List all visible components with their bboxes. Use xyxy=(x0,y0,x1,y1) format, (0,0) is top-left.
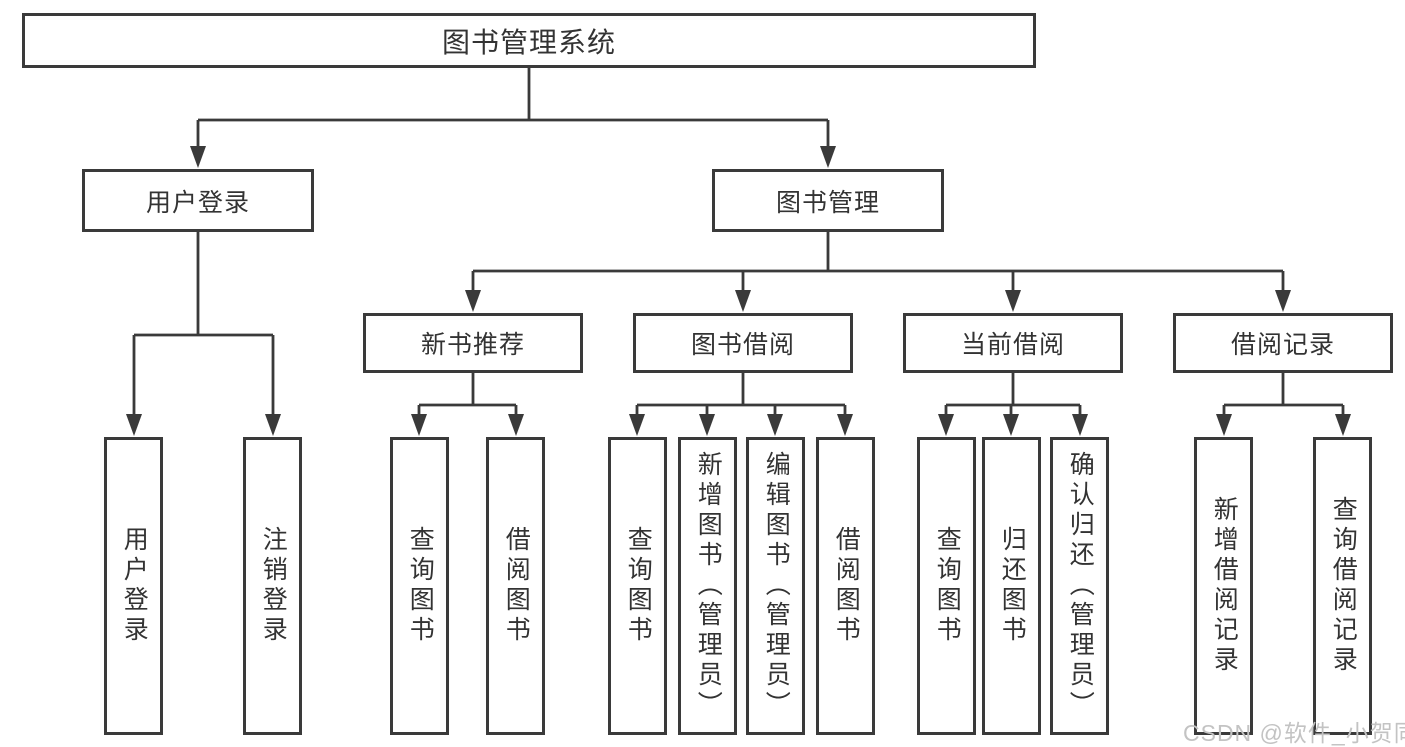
node-label: 查询借阅记录 xyxy=(1329,496,1358,676)
node-label: 编辑图书（管理员） xyxy=(762,451,791,721)
node-label: 借阅图书 xyxy=(832,526,861,646)
node-label: 借阅图书 xyxy=(502,526,531,646)
node-new-book-recommendation: 新书推荐 xyxy=(363,313,583,373)
node-label: 当前借阅 xyxy=(960,331,1065,359)
leaf-add-borrow-record: 新增借阅记录 xyxy=(1194,437,1253,735)
leaf-query-books-borrowing: 查询图书 xyxy=(608,437,667,735)
node-label: 新增图书（管理员） xyxy=(694,451,723,721)
leaf-user-login: 用户登录 xyxy=(104,437,163,735)
leaf-edit-books-admin: 编辑图书（管理员） xyxy=(746,437,805,735)
node-label: 用户登录 xyxy=(120,526,149,646)
node-label: 新增借阅记录 xyxy=(1210,496,1239,676)
node-label: 借阅记录 xyxy=(1230,331,1335,359)
node-label: 用户登录 xyxy=(145,188,250,217)
node-label: 图书借阅 xyxy=(690,331,795,359)
leaf-borrow-books: 借阅图书 xyxy=(816,437,875,735)
leaf-confirm-return-admin: 确认归还（管理员） xyxy=(1050,437,1109,735)
node-label: 查询图书 xyxy=(624,526,653,646)
leaf-borrow-books-recommend: 借阅图书 xyxy=(486,437,545,735)
csdn-watermark: CSDN @软件_小贺同学 xyxy=(1183,720,1405,746)
node-current-borrowing: 当前借阅 xyxy=(903,313,1123,373)
node-borrowing-records: 借阅记录 xyxy=(1173,313,1393,373)
node-label: 注销登录 xyxy=(259,526,288,646)
node-label: 图书管理 xyxy=(775,188,880,217)
arrowheads xyxy=(126,146,1351,436)
leaf-query-borrow-record: 查询借阅记录 xyxy=(1313,437,1372,735)
node-book-management: 图书管理 xyxy=(712,169,944,232)
node-label: 确认归还（管理员） xyxy=(1066,451,1095,721)
leaf-add-books-admin: 新增图书（管理员） xyxy=(678,437,737,735)
node-book-borrowing: 图书借阅 xyxy=(633,313,853,373)
node-label: 新书推荐 xyxy=(420,331,525,359)
leaf-query-books-recommend: 查询图书 xyxy=(390,437,449,735)
leaf-query-books-current: 查询图书 xyxy=(917,437,976,735)
node-label: 查询图书 xyxy=(933,526,962,646)
node-user-login: 用户登录 xyxy=(82,169,314,232)
node-label: 查询图书 xyxy=(406,526,435,646)
node-label: 归还图书 xyxy=(998,526,1027,646)
node-label: 图书管理系统 xyxy=(441,26,616,58)
leaf-return-books: 归还图书 xyxy=(982,437,1041,735)
node-root: 图书管理系统 xyxy=(22,13,1036,68)
leaf-logout: 注销登录 xyxy=(243,437,302,735)
